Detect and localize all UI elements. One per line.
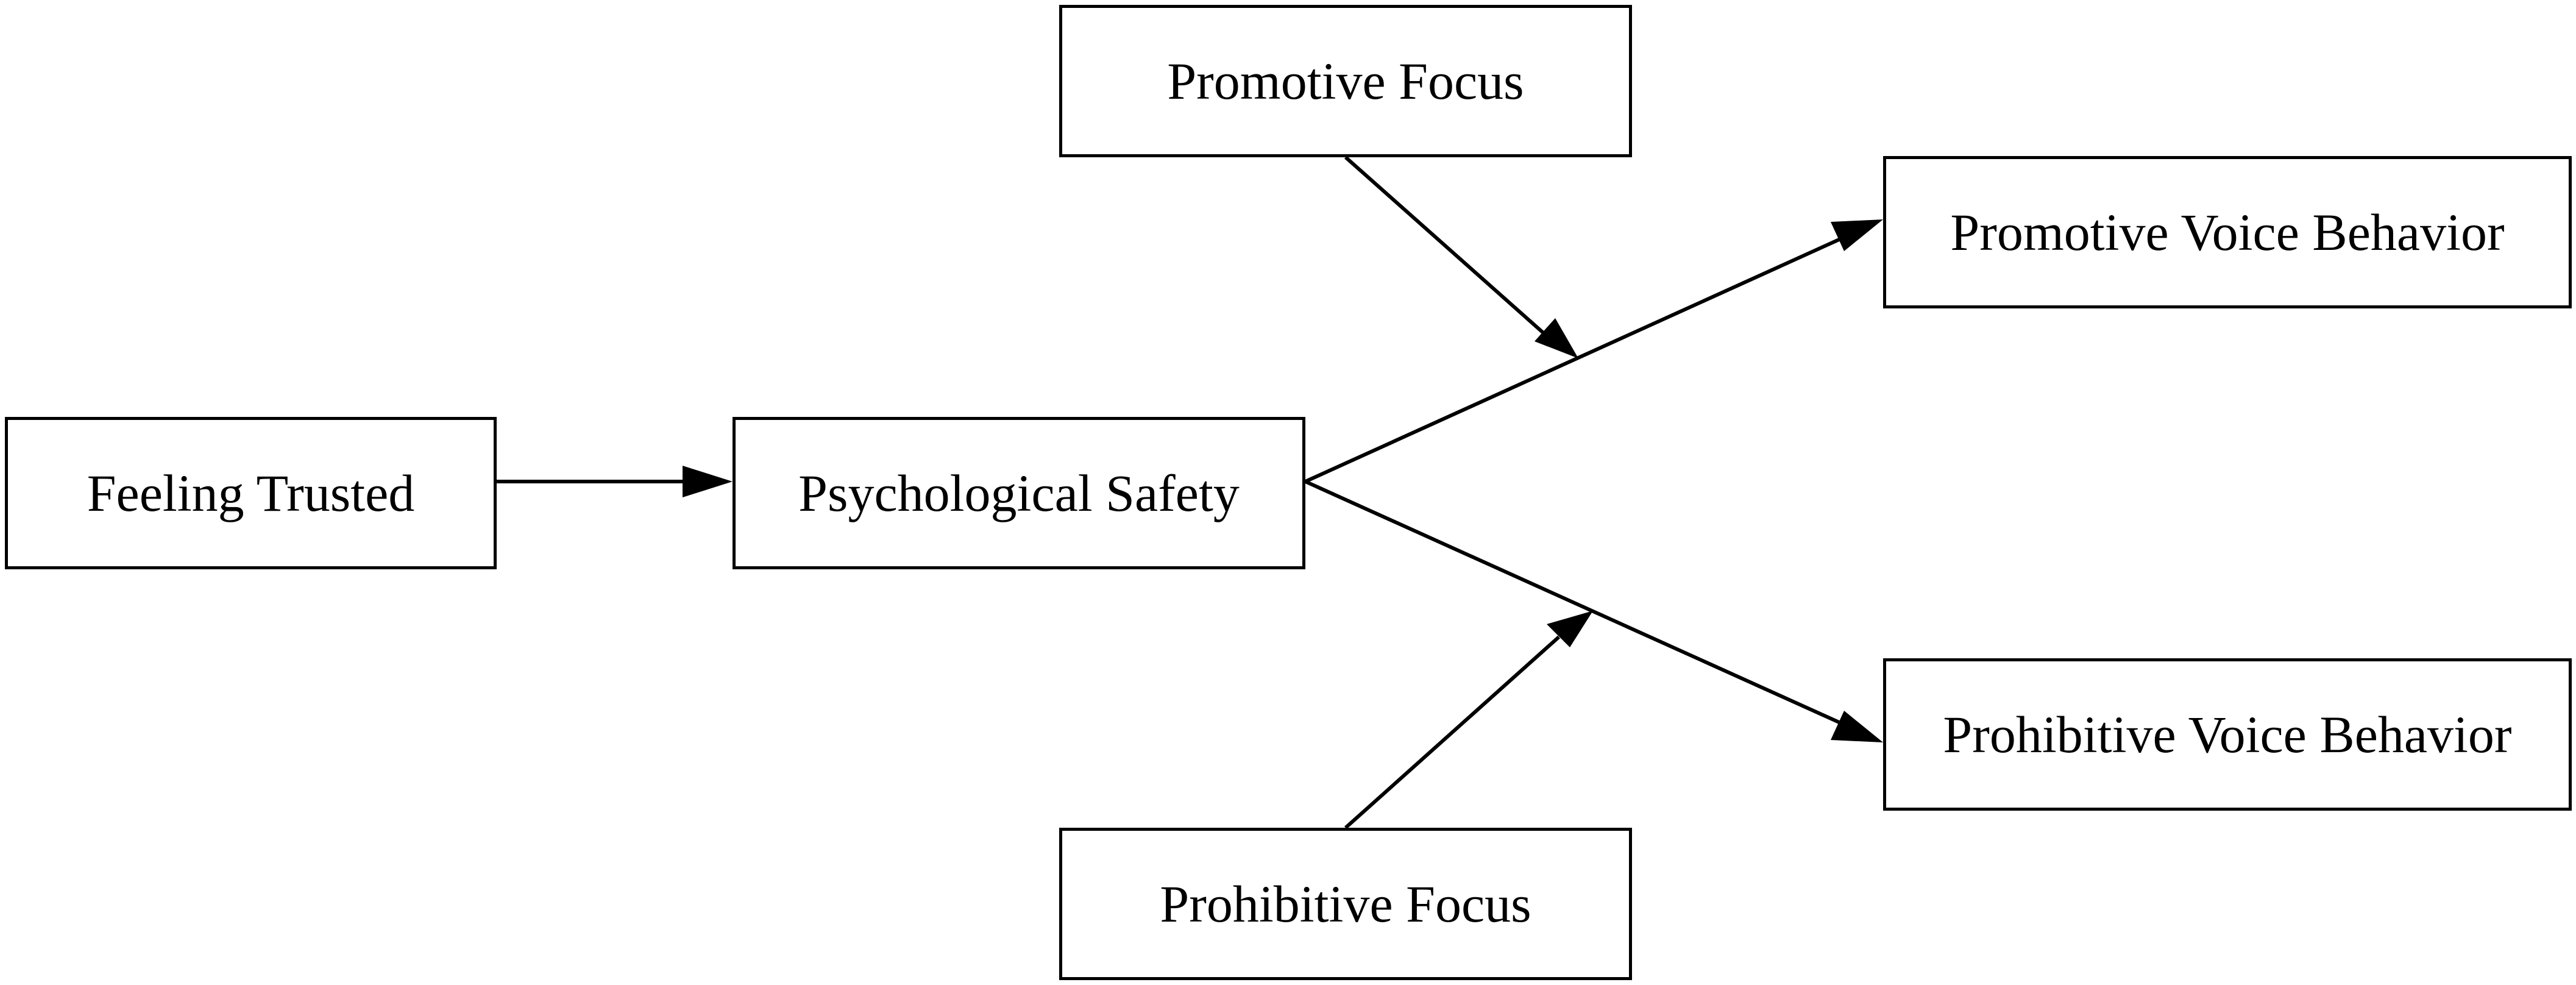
node-label: Prohibitive Focus xyxy=(1160,875,1531,933)
node-label: Prohibitive Voice Behavior xyxy=(1943,705,2512,764)
node-prohibitive-focus: Prohibitive Focus xyxy=(1059,828,1632,980)
node-label: Feeling Trusted xyxy=(87,464,415,522)
node-feeling-trusted: Feeling Trusted xyxy=(5,417,497,569)
arrow-psych-to-prohibitive-voice xyxy=(1304,480,1883,742)
node-label: Promotive Voice Behavior xyxy=(1950,203,2505,261)
node-prohibitive-voice-behavior: Prohibitive Voice Behavior xyxy=(1883,658,2572,811)
node-promotive-focus: Promotive Focus xyxy=(1059,5,1632,157)
arrow-prohibitive-focus-moderation xyxy=(1344,611,1593,830)
node-label: Psychological Safety xyxy=(798,464,1240,522)
node-psychological-safety: Psychological Safety xyxy=(733,417,1305,569)
arrow-psych-to-promotive-voice xyxy=(1304,219,1883,483)
node-promotive-voice-behavior: Promotive Voice Behavior xyxy=(1883,156,2572,308)
arrow-promotive-focus-moderation xyxy=(1344,155,1578,358)
node-label: Promotive Focus xyxy=(1167,52,1524,110)
arrow-feeling-to-psych xyxy=(497,466,733,497)
